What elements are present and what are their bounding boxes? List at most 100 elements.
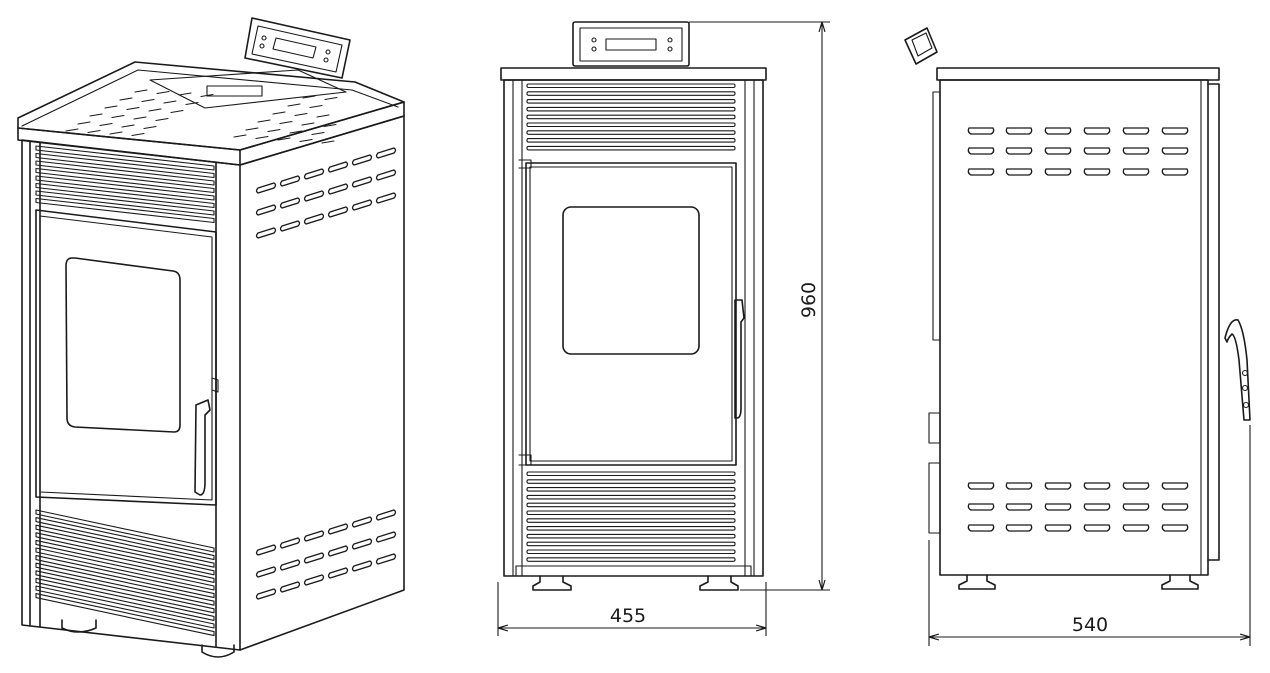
width-dimension-label: 455 — [610, 605, 646, 627]
grill-bar — [35, 547, 215, 591]
base-strip — [515, 565, 752, 577]
door-edge — [932, 91, 941, 341]
panel-display — [605, 38, 657, 51]
top-plate — [500, 67, 767, 81]
grill-bar — [526, 541, 736, 547]
vent-slot — [1044, 168, 1072, 176]
vent-slot — [327, 545, 349, 557]
vent-dash — [299, 138, 313, 143]
vent-slot — [1122, 168, 1150, 176]
grill-bar — [526, 114, 736, 120]
vent-slot — [279, 220, 301, 232]
vent-slot — [1044, 127, 1072, 135]
grill-bar — [526, 138, 736, 143]
perspective-view — [17, 17, 405, 658]
vent-dash — [133, 116, 147, 120]
grill-bar — [526, 83, 736, 89]
vent-dash — [200, 93, 214, 98]
panel-face — [579, 27, 683, 62]
panel-body — [572, 21, 690, 67]
vent-slot — [255, 566, 277, 578]
vent-dash — [89, 113, 103, 117]
handle-knob-icon — [1242, 401, 1250, 409]
vent-slot — [351, 154, 373, 166]
grill-bar — [35, 167, 215, 194]
panel-face — [251, 25, 343, 73]
vent-slot — [967, 503, 995, 511]
vent-dash — [309, 104, 323, 109]
grill-bar — [526, 471, 736, 477]
control-panel-side — [904, 27, 938, 65]
vent-slot — [279, 197, 301, 209]
grill-bar — [526, 518, 736, 523]
door-hinge — [518, 159, 532, 169]
vent-slot — [1161, 127, 1189, 135]
vent-slot — [375, 553, 397, 565]
grill-bar — [526, 122, 736, 128]
vent-slot — [1083, 524, 1111, 532]
vent-slot — [255, 182, 277, 194]
side-bracket — [928, 462, 941, 534]
door-handle-side[interactable] — [1224, 319, 1251, 421]
panel-button-icon — [667, 46, 673, 52]
vent-slot — [255, 227, 277, 239]
foot-left — [61, 619, 97, 633]
vent-slot — [967, 147, 995, 155]
vent-slot — [1161, 503, 1189, 511]
depth-dimension-label: 540 — [1072, 614, 1108, 636]
vent-dash — [294, 112, 308, 117]
vent-dash — [316, 114, 330, 118]
grill-bar — [35, 585, 215, 629]
door-handle[interactable] — [734, 299, 745, 419]
vent-slot — [351, 560, 373, 572]
grill-bar — [526, 494, 736, 500]
grill-bar — [526, 130, 736, 135]
vent-dash — [111, 114, 125, 119]
foot-rear — [1161, 574, 1199, 590]
panel-display — [272, 37, 317, 59]
vent-slot — [1083, 482, 1111, 490]
grill-bar — [35, 190, 215, 216]
vent-slot — [375, 147, 397, 159]
vent-slot — [255, 544, 277, 556]
lower-grill — [526, 471, 736, 562]
vent-dash — [148, 108, 162, 112]
foot-right — [201, 644, 235, 658]
top-vent-slots — [65, 89, 338, 144]
vent-slot — [303, 190, 325, 202]
foot-left — [532, 575, 572, 591]
vent-slot — [279, 537, 301, 549]
grill-bar — [35, 577, 215, 621]
grill-bar — [526, 526, 736, 531]
door-inner-edge — [529, 166, 733, 462]
vent-slot — [327, 183, 349, 195]
vent-slot — [327, 161, 349, 173]
grill-bar — [526, 145, 736, 151]
control-panel — [244, 17, 351, 79]
vent-slot — [351, 199, 373, 211]
door-handle[interactable] — [194, 399, 211, 496]
handle-knob-icon — [1241, 384, 1249, 392]
vent-dash — [87, 129, 101, 134]
vent-slot — [1083, 127, 1111, 135]
vent-dash — [141, 98, 155, 103]
vent-dash — [302, 95, 316, 99]
vent-dash — [287, 103, 301, 107]
vent-slot — [1005, 127, 1033, 135]
grill-bar — [526, 533, 736, 539]
panel-face — [911, 32, 933, 57]
control-panel-front — [572, 21, 690, 67]
vent-slot — [375, 509, 397, 521]
vent-dash — [121, 124, 135, 128]
vent-slot — [303, 168, 325, 180]
door — [35, 209, 217, 506]
vent-slot — [375, 192, 397, 204]
vent-slot — [967, 127, 995, 135]
vent-dash — [245, 127, 259, 131]
vent-slot — [279, 581, 301, 593]
grill-bar — [526, 487, 736, 492]
vent-slot — [303, 574, 325, 586]
vent-dash — [279, 120, 293, 125]
grill-bar — [526, 549, 736, 555]
